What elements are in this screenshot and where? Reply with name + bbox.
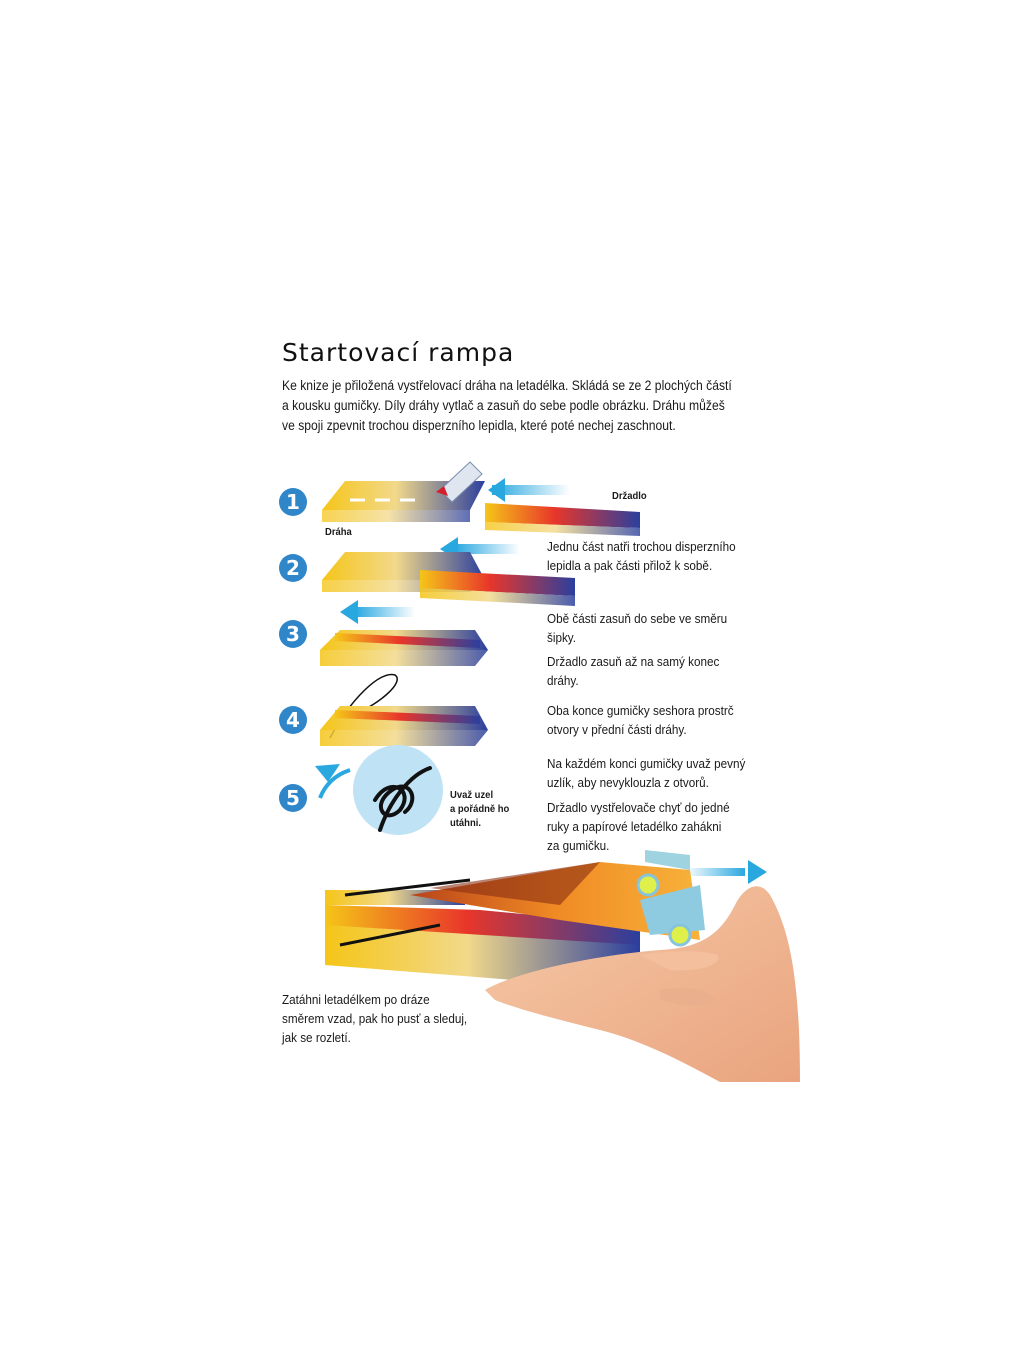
knot-label-2: a pořádně ho <box>450 802 509 816</box>
step2-text-2: lepidla a pak části přilož k sobě. <box>547 556 712 575</box>
step3b-text-1: Držadlo zasuň až na samý konec <box>547 652 719 671</box>
step3-text-2: šipky. <box>547 628 576 647</box>
step1-handle <box>485 503 640 536</box>
step4-text-1: Oba konce gumičky seshora prostrč <box>547 701 734 720</box>
final-text-3: jak se rozletí. <box>282 1028 351 1047</box>
step3-text-1: Obě části zasuň do sebe ve směru <box>547 609 727 628</box>
step3b-text-2: dráhy. <box>547 671 579 690</box>
handle-label: Držadlo <box>612 489 647 503</box>
step6-text-1: Držadlo vystřelovače chyť do jedné <box>547 798 730 817</box>
step5-text-1: Na každém konci gumičky uvaž pevný <box>547 754 745 773</box>
track-label: Dráha <box>325 525 352 539</box>
knot-label-3: utáhni. <box>450 816 481 830</box>
final-text-2: směrem vzad, pak ho pusť a sleduj, <box>282 1009 467 1028</box>
final-text-1: Zatáhni letadélkem po dráze <box>282 990 430 1009</box>
step6-text-2: ruky a papírové letadélko zahákni <box>547 817 721 836</box>
step5-text-2: uzlík, aby nevyklouzla z otvorů. <box>547 773 709 792</box>
step6-text-3: za gumičku. <box>547 836 609 855</box>
step4-text-2: otvory v přední části dráhy. <box>547 720 687 739</box>
knot-label-1: Uvaž uzel <box>450 788 493 802</box>
step2-text-1: Jednu část natři trochou disperzního <box>547 537 736 556</box>
